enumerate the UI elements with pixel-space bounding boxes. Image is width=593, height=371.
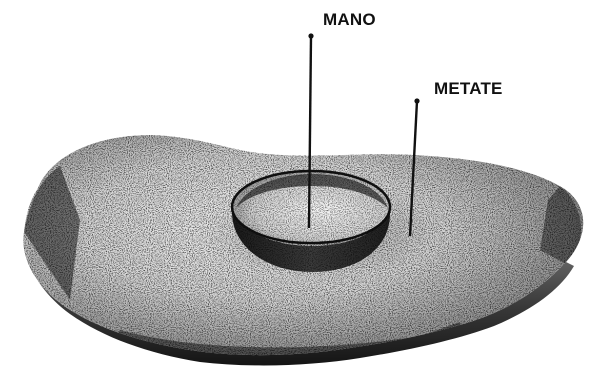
metate-label: METATE <box>434 80 503 97</box>
mano-label: MANO <box>323 11 376 28</box>
mano-leader-dot <box>308 33 313 38</box>
metate-leader-dot <box>414 98 419 103</box>
